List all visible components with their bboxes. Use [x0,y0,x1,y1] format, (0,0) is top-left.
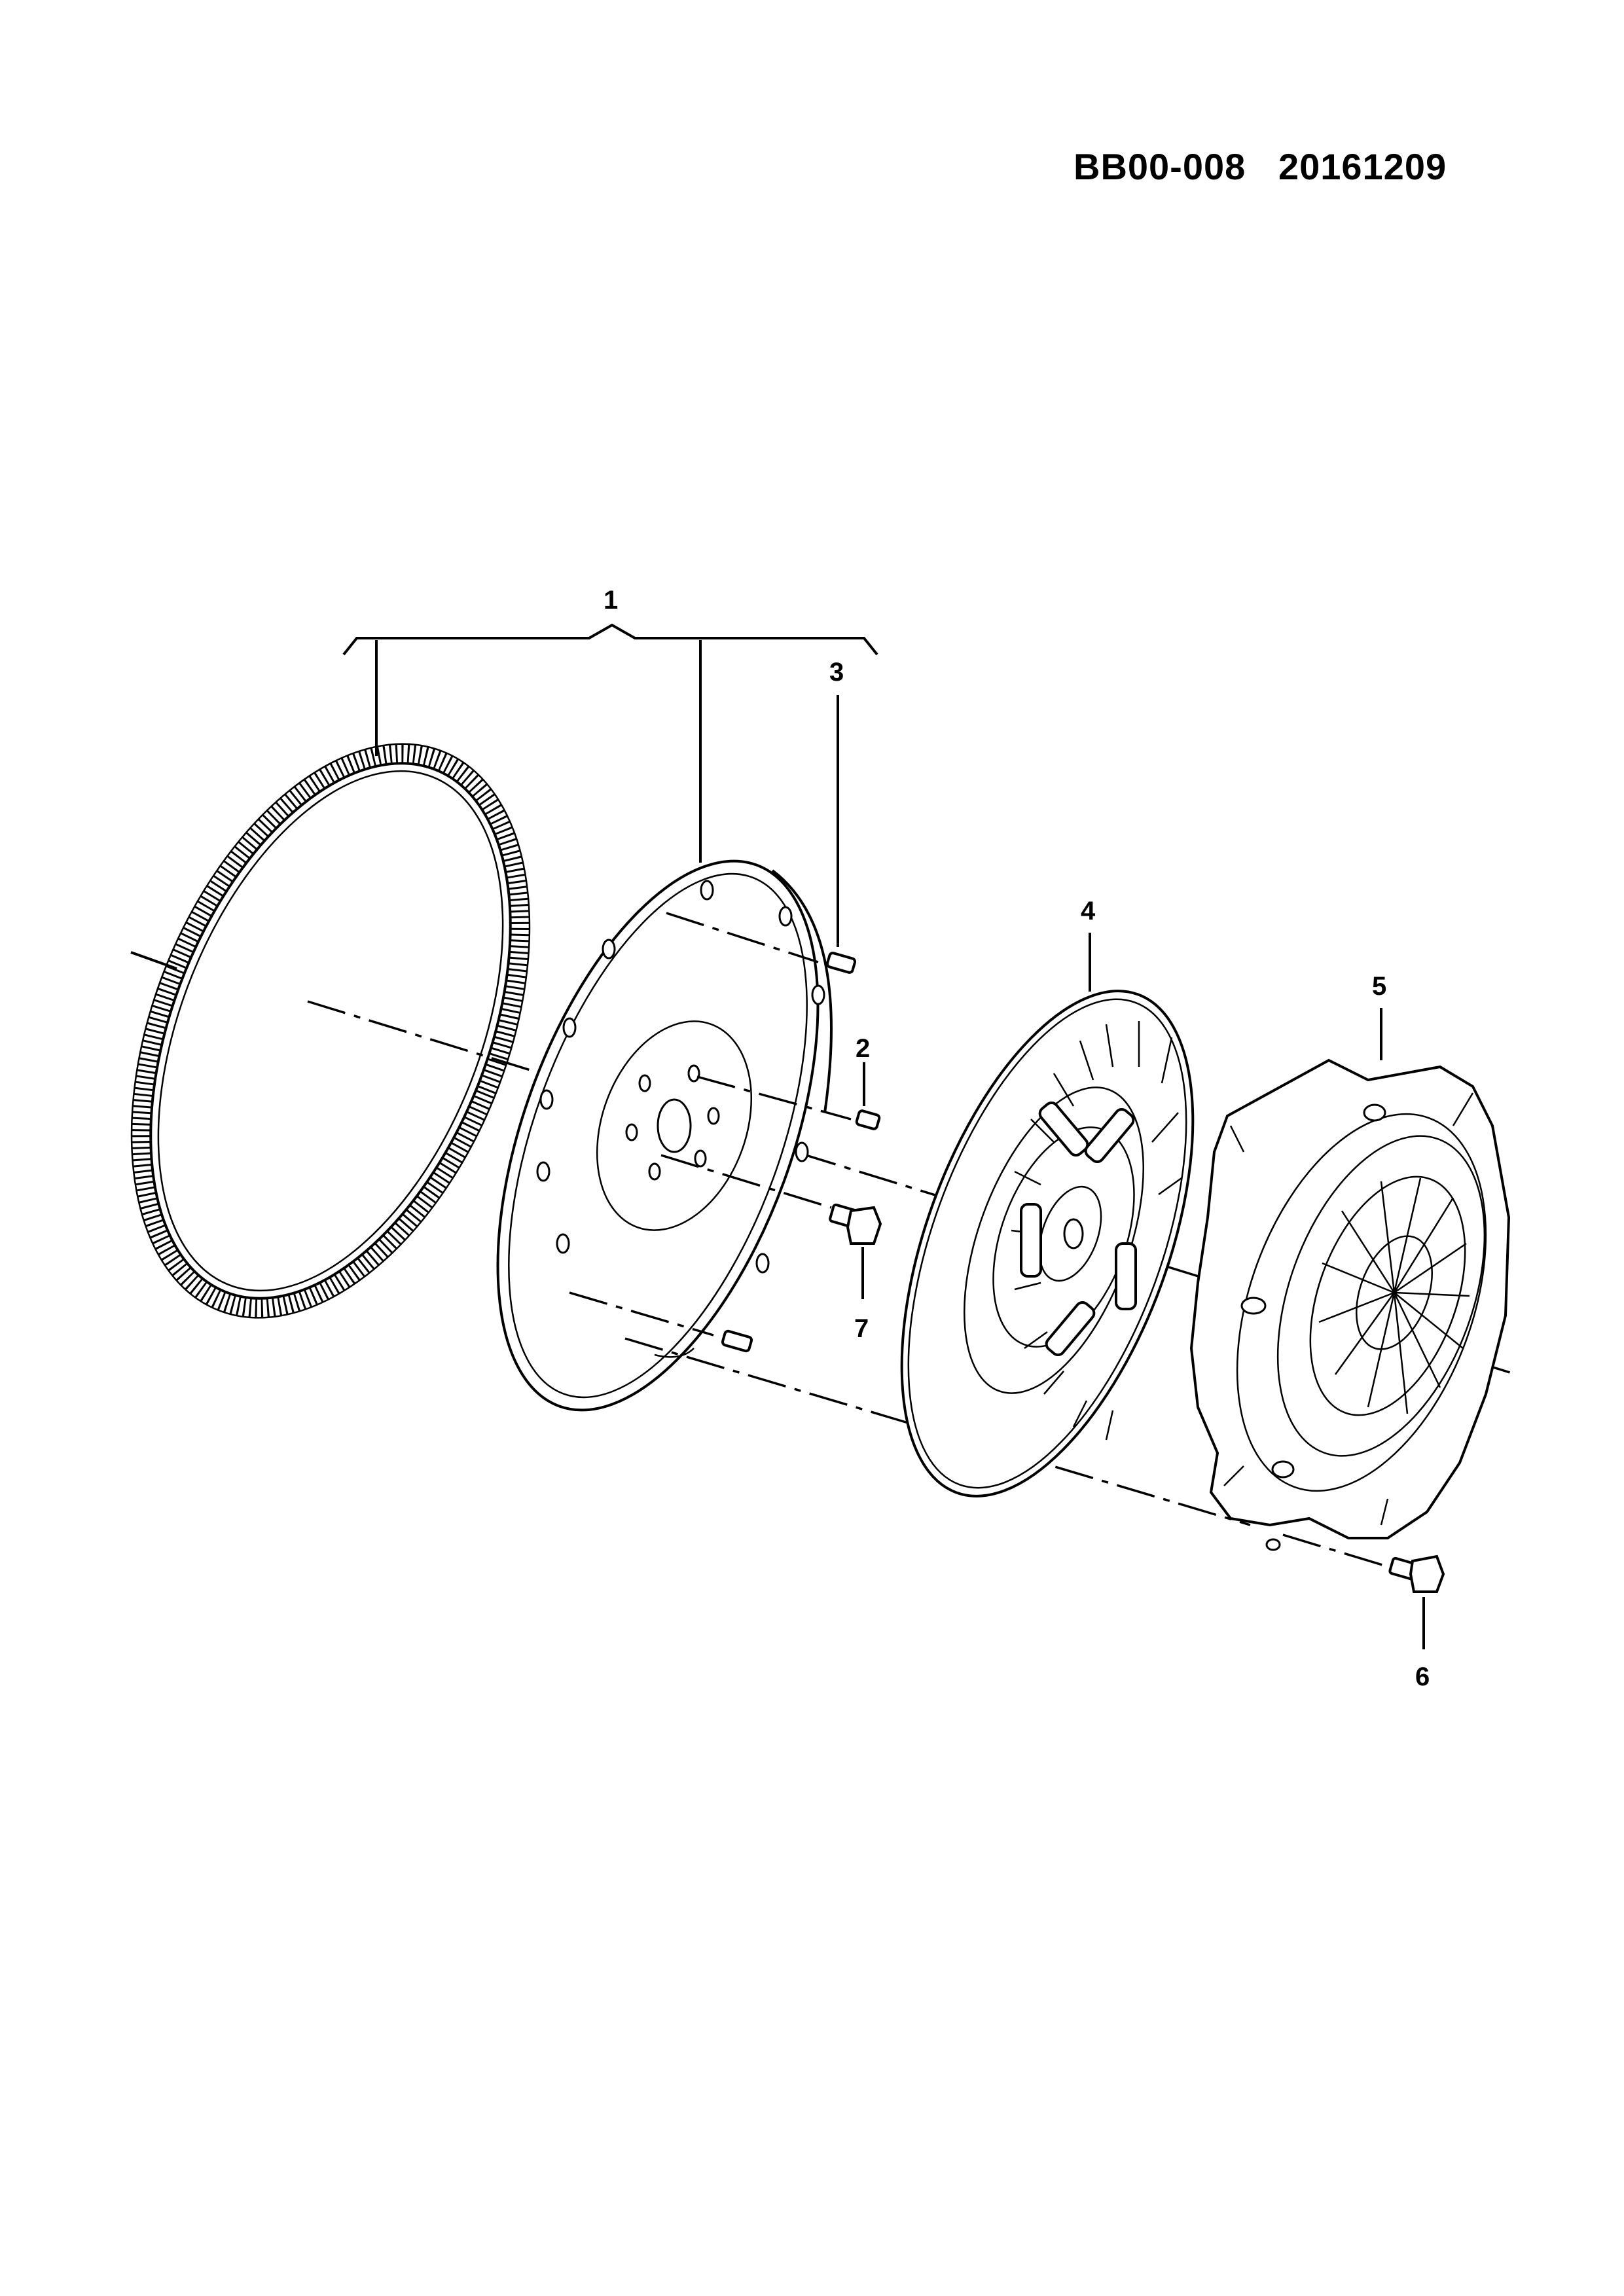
callout-6: 6 [1415,1662,1430,1691]
ring-gear-icon [130,743,531,1319]
callout-2: 2 [856,1034,870,1063]
flange-bolt-icon [829,1203,882,1299]
callout-7: 7 [854,1314,869,1343]
dowel-pin-icon [825,695,857,974]
assembly-bracket-1 [342,623,878,863]
dowel-pin-icon [721,1329,753,1353]
flywheel-icon [496,859,833,1412]
callout-5: 5 [1372,972,1386,1001]
callout-3: 3 [829,658,844,687]
callout-4: 4 [1081,897,1096,925]
sheet-date: 20161209 [1278,146,1447,187]
sheet-header: BB00-008 20161209 [1074,145,1447,188]
pressure-plate-icon [1189,1008,1511,1551]
callout-labels: 1 2 3 4 5 6 7 [604,586,1430,1691]
sheet-id-code: BB00-008 [1074,146,1246,187]
clutch-disc-icon [900,933,1195,1498]
dowel-pin-icon [855,1062,881,1130]
callout-1: 1 [604,586,618,615]
flange-bolt-icon [1388,1554,1445,1649]
